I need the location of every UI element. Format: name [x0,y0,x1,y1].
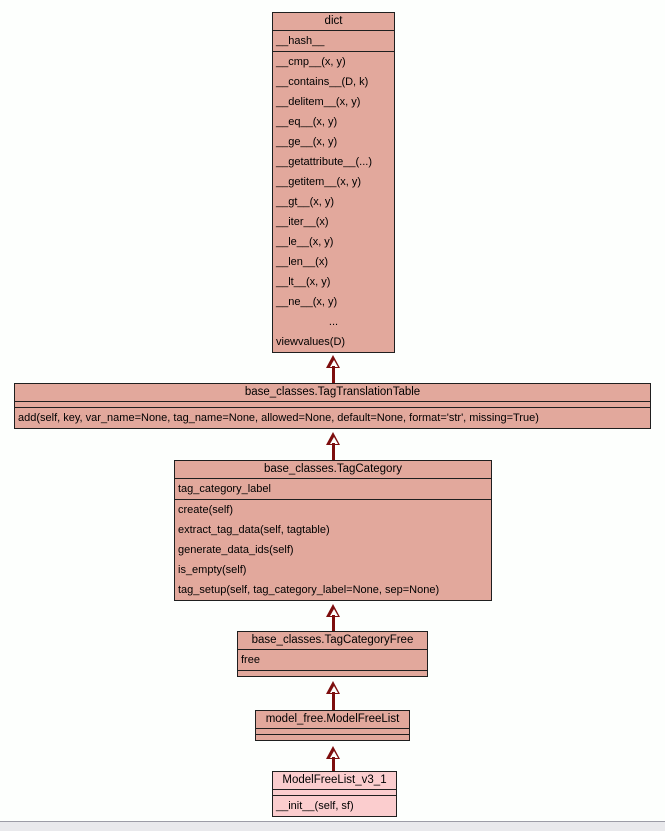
method-row: is_empty(self) [178,564,247,576]
method-row: tag_setup(self, tag_category_label=None,… [178,584,440,596]
inheritance-arrow [326,604,341,631]
method-row: __getattribute__(...) [276,156,373,168]
attribute-row: tag_category_label [178,483,271,495]
method-row: __ge__(x, y) [276,136,338,148]
class-methods-dict: __cmp__(x, y) __contains__(D, k) __delitem… [273,51,394,352]
arrow-shaft [332,366,335,383]
inheritance-arrow [326,681,341,710]
method-row: extract_tag_data(self, tagtable) [178,524,330,536]
class-methods-tag-category-free [238,670,427,676]
inheritance-arrow [326,432,341,460]
method-row: add(self, key, var_name=None, tag_name=N… [18,412,539,424]
method-row: __delitem__(x, y) [276,96,361,108]
class-title-dict: dict [324,15,343,27]
method-row: ... [328,316,339,328]
class-attributes-tag-category: tag_category_label [175,478,491,499]
method-row: viewvalues(D) [276,336,346,348]
class-attributes-model-free-list-v3-1 [273,789,396,795]
arrow-shaft [332,443,335,460]
method-row: __init__(self, sf) [276,800,354,812]
class-methods-model-free-list [256,734,409,740]
method-row: __contains__(D, k) [276,76,369,88]
class-box-model-free-list[interactable]: model_free.ModelFreeList [255,710,410,741]
class-box-model-free-list-v3-1[interactable]: ModelFreeList_v3_1 __init__(self, sf) [272,771,397,817]
method-row: __ne__(x, y) [276,296,338,308]
method-row: __le__(x, y) [276,236,334,248]
class-attributes-tag-translation-table [15,401,650,407]
attribute-row: __hash__ [276,35,325,47]
method-row: __getitem__(x, y) [276,176,361,188]
class-attributes-tag-category-free: free [238,649,427,670]
method-row: __iter__(x) [276,216,329,228]
inheritance-arrow [326,355,341,383]
arrow-shaft [332,615,335,631]
class-box-tag-category[interactable]: base_classes.TagCategory tag_category_la… [174,460,492,601]
method-row: __eq__(x, y) [276,116,338,128]
method-row: generate_data_ids(self) [178,544,294,556]
class-methods-tag-category: create(self) extract_tag_data(self, tagta… [175,499,491,600]
window-bottom-edge [0,821,665,831]
attribute-row: free [241,654,260,666]
class-title-tag-category: base_classes.TagCategory [263,463,403,475]
class-title-model-free-list: model_free.ModelFreeList [265,713,400,725]
method-row: __len__(x) [276,256,328,268]
class-methods-model-free-list-v3-1: __init__(self, sf) [273,795,396,816]
class-title-tag-translation-table: base_classes.TagTranslationTable [244,386,421,398]
class-box-tag-category-free[interactable]: base_classes.TagCategoryFree free [237,631,428,677]
method-row: create(self) [178,504,234,516]
method-row: __cmp__(x, y) [276,56,346,68]
method-row: __lt__(x, y) [276,276,331,288]
class-attributes-dict: __hash__ [273,30,394,51]
class-title-tag-category-free: base_classes.TagCategoryFree [251,634,414,646]
class-box-tag-translation-table[interactable]: base_classes.TagTranslationTable add(sel… [14,383,651,429]
class-attributes-model-free-list [256,728,409,734]
method-row: __gt__(x, y) [276,196,335,208]
class-title-model-free-list-v3-1: ModelFreeList_v3_1 [282,774,387,786]
class-box-dict[interactable]: dict __hash__ __cmp__(x, y) __contains__(… [272,12,395,353]
arrow-shaft [332,757,335,771]
class-methods-tag-translation-table: add(self, key, var_name=None, tag_name=N… [15,407,650,428]
inheritance-arrow [326,746,341,771]
arrow-shaft [332,692,335,710]
